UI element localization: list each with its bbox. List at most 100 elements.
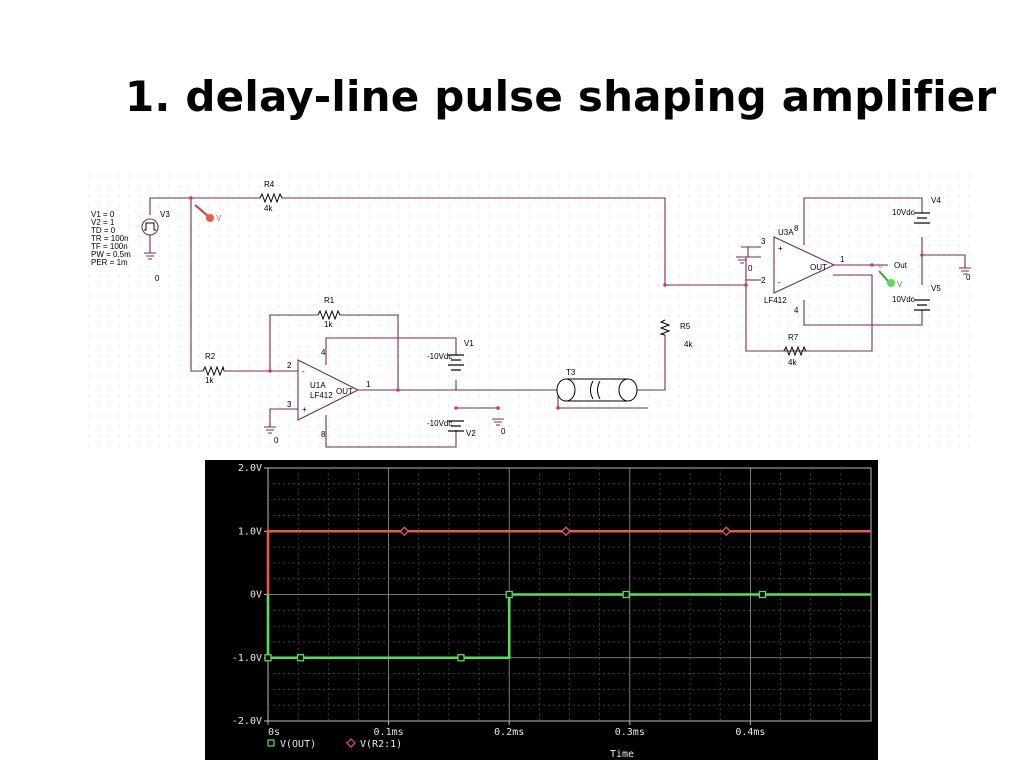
y-tick-label: 0V bbox=[250, 590, 262, 601]
r5-name: R5 bbox=[680, 322, 691, 331]
junctions bbox=[189, 196, 924, 410]
dc-source-v4[interactable]: V4 10Vdc bbox=[892, 196, 941, 224]
y-axis-labels: 2.0V 1.0V 0V -1.0V -2.0V bbox=[232, 463, 268, 727]
r4-value: 4k bbox=[264, 204, 273, 213]
v2-value: -10Vdc bbox=[427, 419, 452, 428]
legend: V(OUT) V(R2:1) bbox=[267, 738, 402, 750]
u1-pin: 2 bbox=[287, 361, 292, 370]
resistor-r1[interactable]: R1 1k bbox=[317, 296, 341, 329]
r1-value: 1k bbox=[324, 320, 333, 329]
r7-name: R7 bbox=[788, 333, 799, 342]
out-arrow-icon: » bbox=[878, 261, 883, 270]
r5-value: 4k bbox=[684, 340, 693, 349]
series-point-marker bbox=[457, 654, 465, 662]
u1-pin: 1 bbox=[366, 380, 371, 389]
x-tick-label: 0s bbox=[268, 727, 280, 738]
u3-part: LF412 bbox=[764, 296, 787, 305]
x-axis-title: Time bbox=[610, 749, 634, 760]
series-point-marker bbox=[560, 526, 571, 537]
series-point-marker bbox=[622, 590, 630, 599]
dc-source-v1[interactable]: V1 -10Vdc bbox=[427, 339, 474, 371]
v3-ground-label: 0 bbox=[155, 274, 160, 283]
pulse-source-v3[interactable]: V3 0 bbox=[141, 210, 170, 283]
u3-pin: 8 bbox=[794, 224, 799, 233]
opamp-u1a[interactable]: - + U1A LF412 OUT 2 3 1 4 8 0 bbox=[264, 348, 371, 445]
v3-param: TF = 100n bbox=[91, 242, 128, 251]
voltage-probe-input[interactable]: V bbox=[194, 204, 222, 223]
probe-in-label: V bbox=[216, 214, 222, 223]
series-line bbox=[266, 529, 871, 595]
dc-source-v5[interactable]: V5 10Vdc 0 bbox=[892, 267, 971, 311]
r2-name: R2 bbox=[205, 352, 216, 361]
output-net-label: » Out bbox=[878, 261, 908, 270]
v3-param: PW = 0.5m bbox=[91, 250, 131, 259]
series-point-marker bbox=[296, 654, 305, 662]
legend-marker-vr2 bbox=[346, 738, 356, 748]
u1-out: OUT bbox=[336, 387, 353, 396]
series-point-marker bbox=[758, 590, 767, 599]
v3-param: V1 = 0 bbox=[91, 210, 115, 219]
out-label: Out bbox=[894, 261, 908, 270]
v3-param: TD = 0 bbox=[91, 226, 116, 235]
v4-name: V4 bbox=[931, 196, 941, 205]
legend-label-vr2: V(R2:1) bbox=[360, 739, 402, 750]
series-point-marker bbox=[264, 654, 272, 662]
y-tick-label: -2.0V bbox=[232, 716, 262, 727]
u3-ground-label: 0 bbox=[748, 264, 753, 273]
traces bbox=[264, 526, 871, 662]
resistor-r2[interactable]: R2 1k bbox=[202, 352, 225, 385]
u1-minus: - bbox=[302, 367, 305, 376]
u1-plus: + bbox=[302, 405, 307, 414]
r2-value: 1k bbox=[205, 376, 214, 385]
u1-part: LF412 bbox=[310, 391, 333, 400]
dc-source-v2[interactable]: V2 -10Vdc 0 bbox=[427, 418, 506, 438]
u1-ground-label: 0 bbox=[274, 436, 279, 445]
transmission-line-t3[interactable]: T3 bbox=[556, 368, 638, 402]
y-tick-label: 1.0V bbox=[238, 526, 262, 537]
legend-label-vout: V(OUT) bbox=[280, 739, 316, 750]
v3-param: V2 = 1 bbox=[91, 218, 115, 227]
v3-param: PER = 1m bbox=[91, 258, 128, 267]
u3-plus: + bbox=[778, 244, 783, 253]
y-tick-label: 2.0V bbox=[238, 463, 262, 474]
series-point-marker bbox=[505, 590, 513, 599]
schematic-grid bbox=[88, 175, 976, 455]
u3-minus: - bbox=[778, 278, 781, 287]
v4-value: 10Vdc bbox=[892, 208, 915, 217]
t3-name: T3 bbox=[566, 368, 576, 377]
u1-name: U1A bbox=[310, 381, 326, 390]
u3-pin: 3 bbox=[761, 237, 766, 246]
slide-title: 1. delay-line pulse shaping amplifier bbox=[125, 72, 997, 121]
u3-pin: 4 bbox=[794, 306, 799, 315]
v3-param: TR = 100n bbox=[91, 234, 129, 243]
series-point-marker bbox=[721, 526, 732, 537]
v1-name: V1 bbox=[464, 339, 474, 348]
v5-name: V5 bbox=[931, 284, 941, 293]
opamp-u3a[interactable]: + - U3A LF412 OUT 3 2 1 4 8 0 bbox=[736, 224, 845, 315]
plot-grid bbox=[268, 468, 871, 721]
probe-out-label: V bbox=[897, 280, 903, 289]
v2-ground-label: 0 bbox=[501, 427, 506, 436]
v2-name: V2 bbox=[466, 429, 476, 438]
r7-value: 4k bbox=[788, 358, 797, 367]
r1-name: R1 bbox=[324, 296, 335, 305]
u1-pin: 8 bbox=[321, 430, 326, 439]
u3-name: U3A bbox=[778, 228, 794, 237]
voltage-probe-output[interactable]: V bbox=[878, 270, 903, 289]
resistor-r4[interactable]: R4 4k bbox=[259, 180, 283, 213]
y-tick-label: -1.0V bbox=[232, 653, 262, 664]
x-tick-label: 0.3ms bbox=[615, 727, 645, 738]
v3-parameters: V1 = 0 V2 = 1 TD = 0 TR = 100n TF = 100n… bbox=[91, 210, 131, 267]
u1-pin: 4 bbox=[321, 348, 326, 357]
r4-name: R4 bbox=[264, 180, 275, 189]
resistor-r5[interactable]: R5 4k bbox=[659, 319, 693, 349]
schematic-diagram[interactable]: V3 0 V1 = 0 V2 = 1 TD = 0 TR = 100n TF =… bbox=[88, 175, 976, 455]
u3-pin: 1 bbox=[840, 255, 845, 264]
x-tick-label: 0.2ms bbox=[494, 727, 524, 738]
resistor-r7[interactable]: R7 4k bbox=[783, 333, 807, 367]
v5-value: 10Vdc bbox=[892, 295, 915, 304]
x-tick-label: 0.1ms bbox=[374, 727, 404, 738]
u3-pin: 2 bbox=[761, 276, 766, 285]
